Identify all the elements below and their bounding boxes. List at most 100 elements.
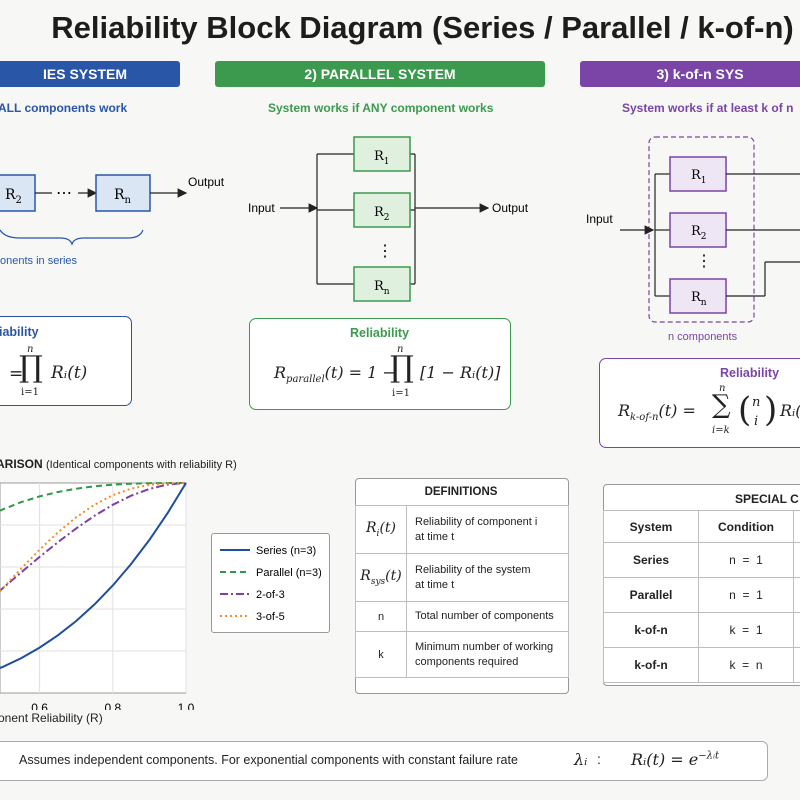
definition-symbol: Ri(t) <box>355 505 407 554</box>
series-block-r2-label: R2 <box>5 187 22 206</box>
kofn-binom-left: ( <box>738 390 752 430</box>
comparison-heading: ARISON (Identical components with reliab… <box>0 457 237 471</box>
parallel-block-r1-label: R1 <box>374 149 390 167</box>
special-system-cell: Series <box>603 542 699 578</box>
parallel-block-rn <box>353 266 411 302</box>
kofn-sum-top: n <box>719 383 726 394</box>
legend-label: Parallel (n=3) <box>256 567 322 579</box>
kofn-sum-bottom: i=k <box>712 425 730 436</box>
parallel-prod-symbol: ∏ <box>390 350 414 385</box>
definition-symbol: n <box>355 601 407 632</box>
legend-items: Series (n=3) Parallel (n=3) 2-of-3 3-of-5 <box>220 545 322 623</box>
chart-series-line <box>0 482 187 592</box>
special-extra-cell <box>793 542 800 578</box>
series-brace <box>0 229 144 246</box>
series-block-rn-label: Rn <box>114 187 132 206</box>
kofn-caption: n components <box>668 331 738 343</box>
parallel-vdots: ⋮ <box>377 243 393 260</box>
special-header-cell <box>793 510 800 543</box>
series-subtitle: ALL components work <box>0 101 128 115</box>
series-reliability-box: iability = n ∏ i=1 Rᵢ(t) <box>0 316 132 406</box>
special-condition-cell: k = 1 <box>698 612 794 648</box>
kofn-block-rn-label: Rn <box>691 290 707 308</box>
chart-xlabel: onent Reliability (R) <box>0 711 103 725</box>
kofn-block-r2-label: R2 <box>691 224 707 242</box>
parallel-block-r1 <box>353 136 411 172</box>
special-system-cell: k-of-n <box>603 647 699 683</box>
kofn-block-r1-label: R1 <box>691 168 707 186</box>
series-box-title: iability <box>0 325 39 339</box>
kofn-subtitle: System works if at least k of n <box>622 101 794 115</box>
kofn-banner: 3) k-of-n SYS <box>580 61 800 87</box>
series-dots: ⋯ <box>56 185 72 202</box>
special-header-cell: System <box>603 510 699 543</box>
kofn-box-title: Reliability <box>720 366 780 380</box>
parallel-box-title: Reliability <box>350 326 410 340</box>
definition-symbol: k <box>355 631 407 678</box>
page-title: Reliability Block Diagram (Series / Para… <box>51 10 794 45</box>
special-system-cell: Parallel <box>603 577 699 613</box>
kofn-block-rn <box>669 278 727 314</box>
comparison-chart: 0.40.60.81.0 <box>0 482 195 710</box>
special-title: SPECIAL C <box>735 492 799 506</box>
parallel-block-rn-label: Rn <box>374 279 390 297</box>
definitions-title: DEFINITIONS <box>424 486 498 498</box>
series-prod-top: n <box>27 344 34 355</box>
kofn-block-r2 <box>669 212 727 248</box>
kofn-binom-right: ) <box>764 390 778 430</box>
series-eq: = <box>9 364 24 384</box>
special-extra-cell <box>793 647 800 683</box>
legend-label: 3-of-5 <box>256 611 285 623</box>
series-caption: onents in series <box>0 255 78 267</box>
parallel-input-label: Input <box>248 201 275 215</box>
kofn-diagram: Input R1 R2 ⋮ Rn n components <box>586 136 800 343</box>
kofn-rhs: Rᵢ(t <box>780 401 800 420</box>
special-condition-cell: n = 1 <box>698 577 794 613</box>
legend-label: 2-of-3 <box>256 589 285 601</box>
kofn-input-label: Input <box>586 212 613 226</box>
special-extra-cell <box>793 577 800 613</box>
kofn-binom-top: n <box>752 395 761 410</box>
series-banner: IES SYSTEM <box>0 61 180 87</box>
parallel-block-r2 <box>353 192 411 228</box>
series-diagram: R2 ⋯ Rn Output onents in series <box>0 174 225 267</box>
series-output-label: Output <box>188 175 225 189</box>
parallel-prod-top: n <box>397 344 404 355</box>
special-extra-cell <box>793 612 800 648</box>
chart-xtick-label: 0.6 <box>31 701 48 710</box>
footer-formula: Rᵢ(t) = e−λᵢt <box>631 750 719 769</box>
kofn-vdots: ⋮ <box>696 253 712 270</box>
footer-colon: : <box>597 751 601 767</box>
kofn-reliability-box: Reliability Rk-of-n(t) = n ∑ i=k ( n i )… <box>599 358 800 448</box>
parallel-output-label: Output <box>492 201 529 215</box>
parallel-diagram: Input R1 R2 ⋮ Rn Output <box>248 136 529 302</box>
chart-legend: Series (n=3) Parallel (n=3) 2-of-3 3-of-5 <box>211 533 330 633</box>
chart-xtick-label: 1.0 <box>178 701 195 710</box>
parallel-lhs: Rparallel(t) = 1 − <box>274 363 396 386</box>
footer-note: Assumes independent components. For expo… <box>0 741 768 781</box>
special-system-cell: k-of-n <box>603 612 699 648</box>
kofn-binom-bottom: i <box>754 414 759 429</box>
special-header-cell: Condition <box>698 510 794 543</box>
parallel-reliability-box: Reliability Rparallel(t) = 1 − n ∏ i=1 [… <box>249 318 511 410</box>
kofn-sum-symbol: ∑ <box>712 390 731 420</box>
chart-series-line <box>0 482 187 670</box>
chart-series-line <box>0 482 186 512</box>
definition-symbol: Rsys(t) <box>355 553 407 602</box>
legend-label: Series (n=3) <box>256 545 316 557</box>
footer-text: Assumes independent components. For expo… <box>19 753 518 767</box>
series-prod-symbol: ∏ <box>19 350 43 385</box>
chart-plot-area <box>0 482 187 694</box>
